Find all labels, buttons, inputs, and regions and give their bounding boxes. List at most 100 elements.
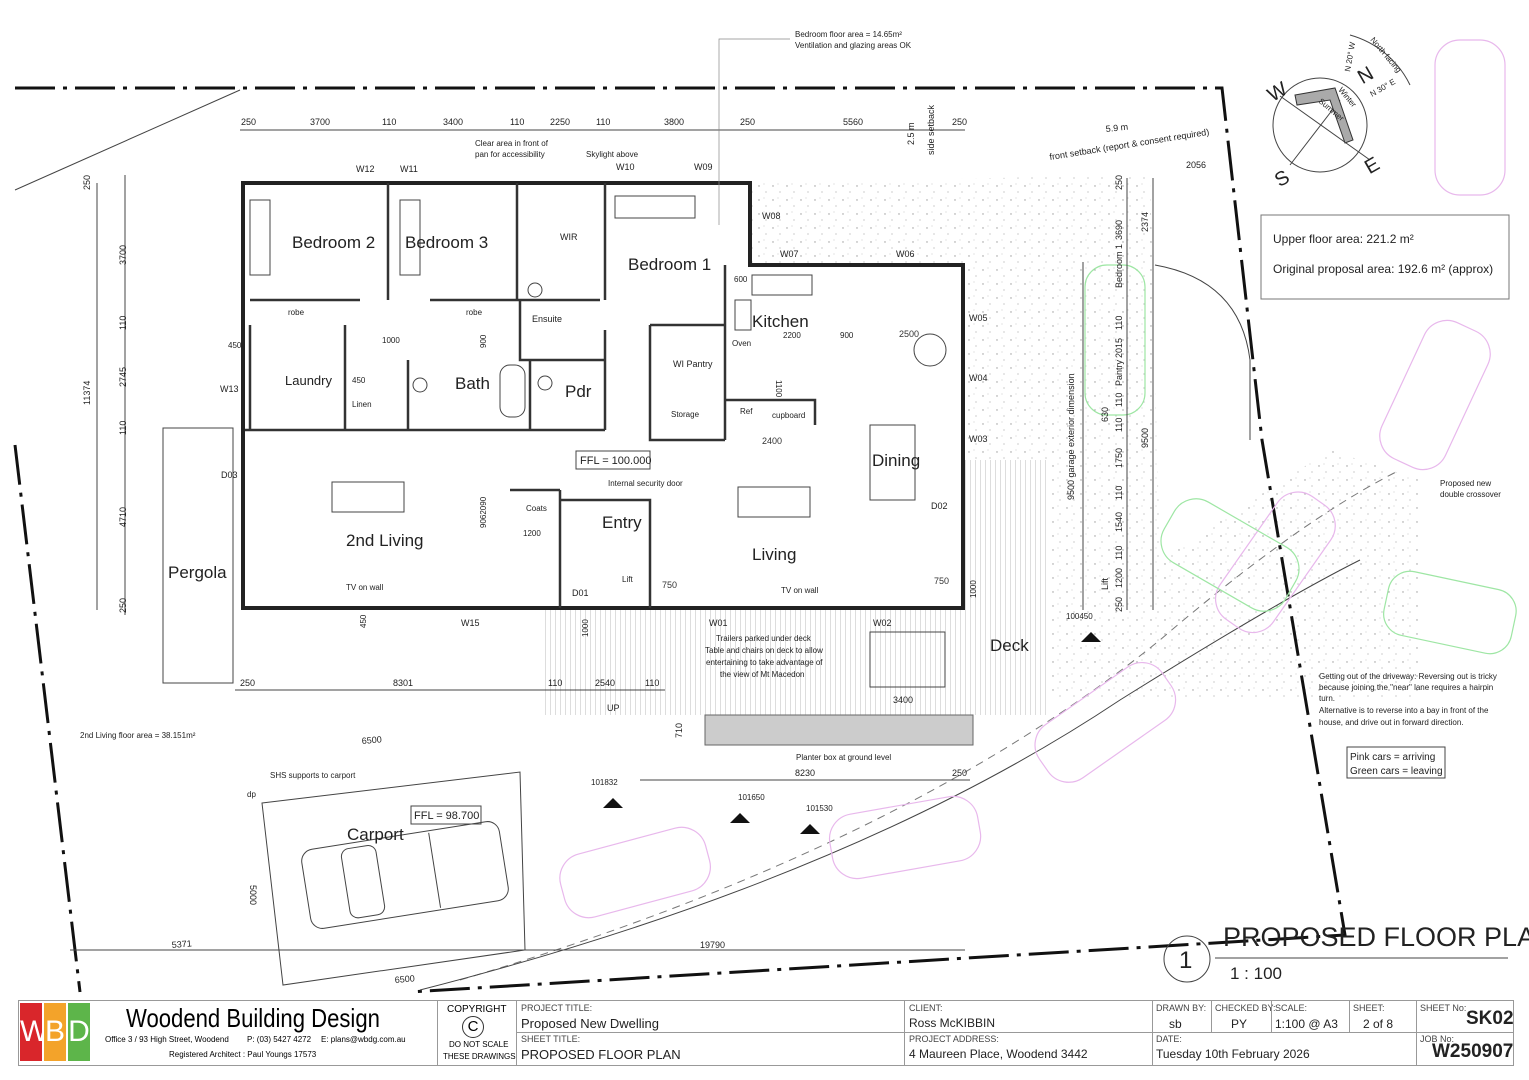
car-colour-legend: Pink cars = arriving Green cars = leavin… [1346, 746, 1446, 779]
room-kitchen: Kitchen [752, 312, 809, 331]
compass-e: E [1361, 153, 1384, 179]
dim: 1540 [1114, 512, 1124, 532]
dim: 2374 [1140, 212, 1150, 232]
dim: 750 [662, 580, 677, 590]
floor-area-box: Upper floor area: 221.2 m² Original prop… [1260, 214, 1510, 300]
house-walls [241, 181, 965, 610]
dim: 3700 [310, 117, 330, 127]
company-address: Office 3 / 93 High Street, Woodend [105, 1035, 229, 1044]
project-title: Proposed New Dwelling [521, 1016, 660, 1031]
levels: FFL = 100.000 FFL = 98.700 101832 101650… [410, 450, 1101, 834]
window-tag: W10 [616, 162, 635, 172]
note: the view of Mt Macedon [720, 670, 804, 679]
dim: 250 [740, 117, 755, 127]
note: Planter box at ground level [796, 753, 891, 762]
registered-architect: Registered Architect : Paul Youngs 17573 [169, 1050, 317, 1059]
dim: 1000 [382, 336, 400, 345]
dim: 2540 [595, 678, 615, 688]
room-bedroom-3: Bedroom 3 [405, 233, 488, 252]
note: Ventilation and glazing areas OK [795, 41, 912, 50]
note: Bedroom floor area = 14.65m² [795, 30, 902, 39]
company-name: Woodend Building Design [126, 1003, 380, 1033]
dim: 900 [840, 331, 854, 340]
original-proposal-area: Original proposal area: 192.6 m² (approx… [1273, 262, 1493, 276]
logo-d: D [68, 1003, 90, 1061]
label-tv: TV on wall [781, 586, 819, 595]
note: double crossover [1440, 490, 1501, 499]
dim: 710 [674, 723, 684, 738]
dim: 1100 [774, 380, 783, 398]
compass-n20w: N 20° W [1343, 41, 1357, 72]
note: Trailers parked under deck [716, 634, 812, 643]
dim: 2015 [1114, 338, 1124, 358]
dim: 250 [1114, 597, 1124, 612]
project-address: 4 Maureen Place, Woodend 3442 [909, 1047, 1088, 1061]
dim: 110 [1114, 316, 1124, 330]
label-storage: Storage [671, 410, 700, 419]
note: Skylight above [586, 150, 639, 159]
dim: 5371 [171, 938, 192, 950]
dimensions-top: 250 3700 110 3400 110 2250 110 3800 250 … [241, 117, 967, 127]
client: Ross McKIBBIN [909, 1016, 996, 1030]
legend-green: Green cars = leaving [1350, 766, 1443, 777]
dim: Pantry [1114, 359, 1124, 386]
room-living: Living [752, 545, 796, 564]
pink-car-arriving [559, 826, 711, 919]
dim: 1000 [969, 580, 978, 598]
checked-by: PY [1231, 1017, 1248, 1031]
dim: 11374 [82, 381, 92, 405]
green-car-leaving [1084, 264, 1146, 416]
project-title-label: PROJECT TITLE: [521, 1003, 593, 1013]
room-bedroom-2: Bedroom 2 [292, 233, 375, 252]
label-ref: Ref [740, 407, 753, 416]
note: Clear area in front of [475, 139, 549, 148]
logo-w: W [20, 1003, 48, 1061]
dim: 5560 [843, 117, 863, 127]
project-address-label: PROJECT ADDRESS: [909, 1034, 999, 1044]
company-email: E: plans@wbdg.com.au [321, 1035, 406, 1044]
label-robe: robe [466, 308, 483, 317]
dim: 8230 [795, 768, 815, 778]
note: Alternative is to reverse into a bay in … [1319, 706, 1489, 715]
dim: side setback [926, 104, 936, 155]
dim: 110 [548, 678, 562, 688]
rl-marker: 100450 [1066, 612, 1093, 621]
window-tag: W06 [896, 249, 915, 259]
room-bath: Bath [455, 374, 490, 393]
dim: 450 [359, 614, 368, 628]
room-wir: WIR [560, 232, 578, 242]
pink-car-arriving [1214, 491, 1336, 634]
deck-area [543, 610, 963, 715]
dim: 3690 [1114, 220, 1124, 240]
pink-car-arriving [828, 795, 982, 880]
drawing-number: 1 [1179, 947, 1192, 974]
window-tag: W01 [709, 618, 728, 628]
room-laundry: Laundry [285, 373, 332, 388]
dim: 250 [952, 768, 967, 778]
label-linen: Linen [352, 400, 372, 409]
label-coats: Coats [526, 504, 547, 513]
ffl-house: FFL = 100.000 [580, 455, 651, 467]
dim: 250 [241, 117, 256, 127]
note: SHS supports to carport [270, 771, 356, 780]
ffl-carport: FFL = 98.700 [414, 810, 479, 822]
compass-w: W [1264, 78, 1291, 107]
dim: 450 [352, 376, 366, 385]
sheet-no: SK02 [1466, 1008, 1514, 1029]
upper-floor-area: Upper floor area: 221.2 m² [1273, 232, 1414, 246]
dim: 19790 [700, 940, 725, 950]
dim: 900 [479, 334, 488, 348]
room-bedroom-1: Bedroom 1 [628, 255, 711, 274]
dim: 1750 [1114, 448, 1124, 468]
dim: 1200 [1114, 568, 1124, 588]
drawing-title: 1 PROPOSED FLOOR PLAN 1 : 100 [1163, 922, 1529, 983]
dim: 4710 [118, 507, 128, 527]
opening-tags: W01 W02 W03 W04 W05 W06 W07 W08 W09 W10 … [220, 162, 988, 628]
dim: 3800 [664, 117, 684, 127]
company-phone: P: (03) 5427 4272 [247, 1035, 312, 1044]
furniture [249, 195, 947, 688]
floor-plan-drawing: 250 3700 110 3400 110 2250 110 3800 250 … [13, 30, 1529, 994]
dim: 3400 [893, 695, 913, 705]
dim: 6500 [394, 973, 415, 985]
room-pergola: Pergola [168, 563, 227, 582]
